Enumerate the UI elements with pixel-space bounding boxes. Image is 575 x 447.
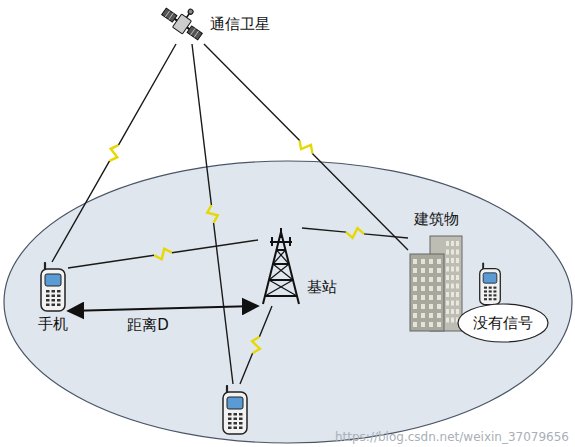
signal-link xyxy=(68,240,258,268)
node-label: 建筑物 xyxy=(414,210,459,228)
signal-link xyxy=(240,306,272,384)
device-node: 手机 xyxy=(38,262,68,333)
icon-holder xyxy=(160,4,204,44)
node-label: 没有信号 xyxy=(473,314,533,332)
lightning-mark xyxy=(252,337,260,354)
signal-links xyxy=(192,44,272,384)
lightning-mark xyxy=(300,141,313,154)
signal-link xyxy=(192,44,233,384)
device-node: 建筑物 xyxy=(408,210,464,332)
lightning-mark xyxy=(154,249,172,259)
lightning-mark xyxy=(207,205,217,223)
distance-arrow xyxy=(68,306,258,311)
icon-holder xyxy=(408,232,464,332)
arrow-line xyxy=(68,306,258,311)
phone-icon xyxy=(221,385,249,435)
phone-icon xyxy=(221,385,249,435)
edge-label: 距离D xyxy=(125,316,171,334)
signal-line xyxy=(204,44,408,250)
icon-holder xyxy=(258,228,304,306)
phone-icon xyxy=(478,262,502,306)
icon-holder xyxy=(39,262,67,312)
lightning-mark xyxy=(346,228,364,238)
satellite-icon xyxy=(160,4,204,44)
phone-icon xyxy=(478,262,502,306)
signal-line xyxy=(302,228,408,238)
building-icon xyxy=(408,232,464,332)
lightning-mark xyxy=(110,145,119,161)
signal-link xyxy=(302,228,408,238)
node-label: 通信卫星 xyxy=(210,15,270,33)
device-node: 基站 xyxy=(258,228,337,306)
watermark: https://blog.csdn.net/weixin_37079656 xyxy=(335,430,569,444)
node-label: 手机 xyxy=(38,315,68,333)
coverage-area xyxy=(4,161,572,443)
signal-link xyxy=(52,44,176,262)
tower-icon xyxy=(258,228,304,306)
signal-link xyxy=(204,44,408,250)
device-node: 通信卫星 xyxy=(160,4,270,44)
signal-line xyxy=(68,240,258,268)
phone-icon xyxy=(39,262,67,312)
node-label: 基站 xyxy=(307,278,337,306)
signal-bubble: 没有信号 xyxy=(457,303,549,343)
signal-line xyxy=(52,44,176,262)
